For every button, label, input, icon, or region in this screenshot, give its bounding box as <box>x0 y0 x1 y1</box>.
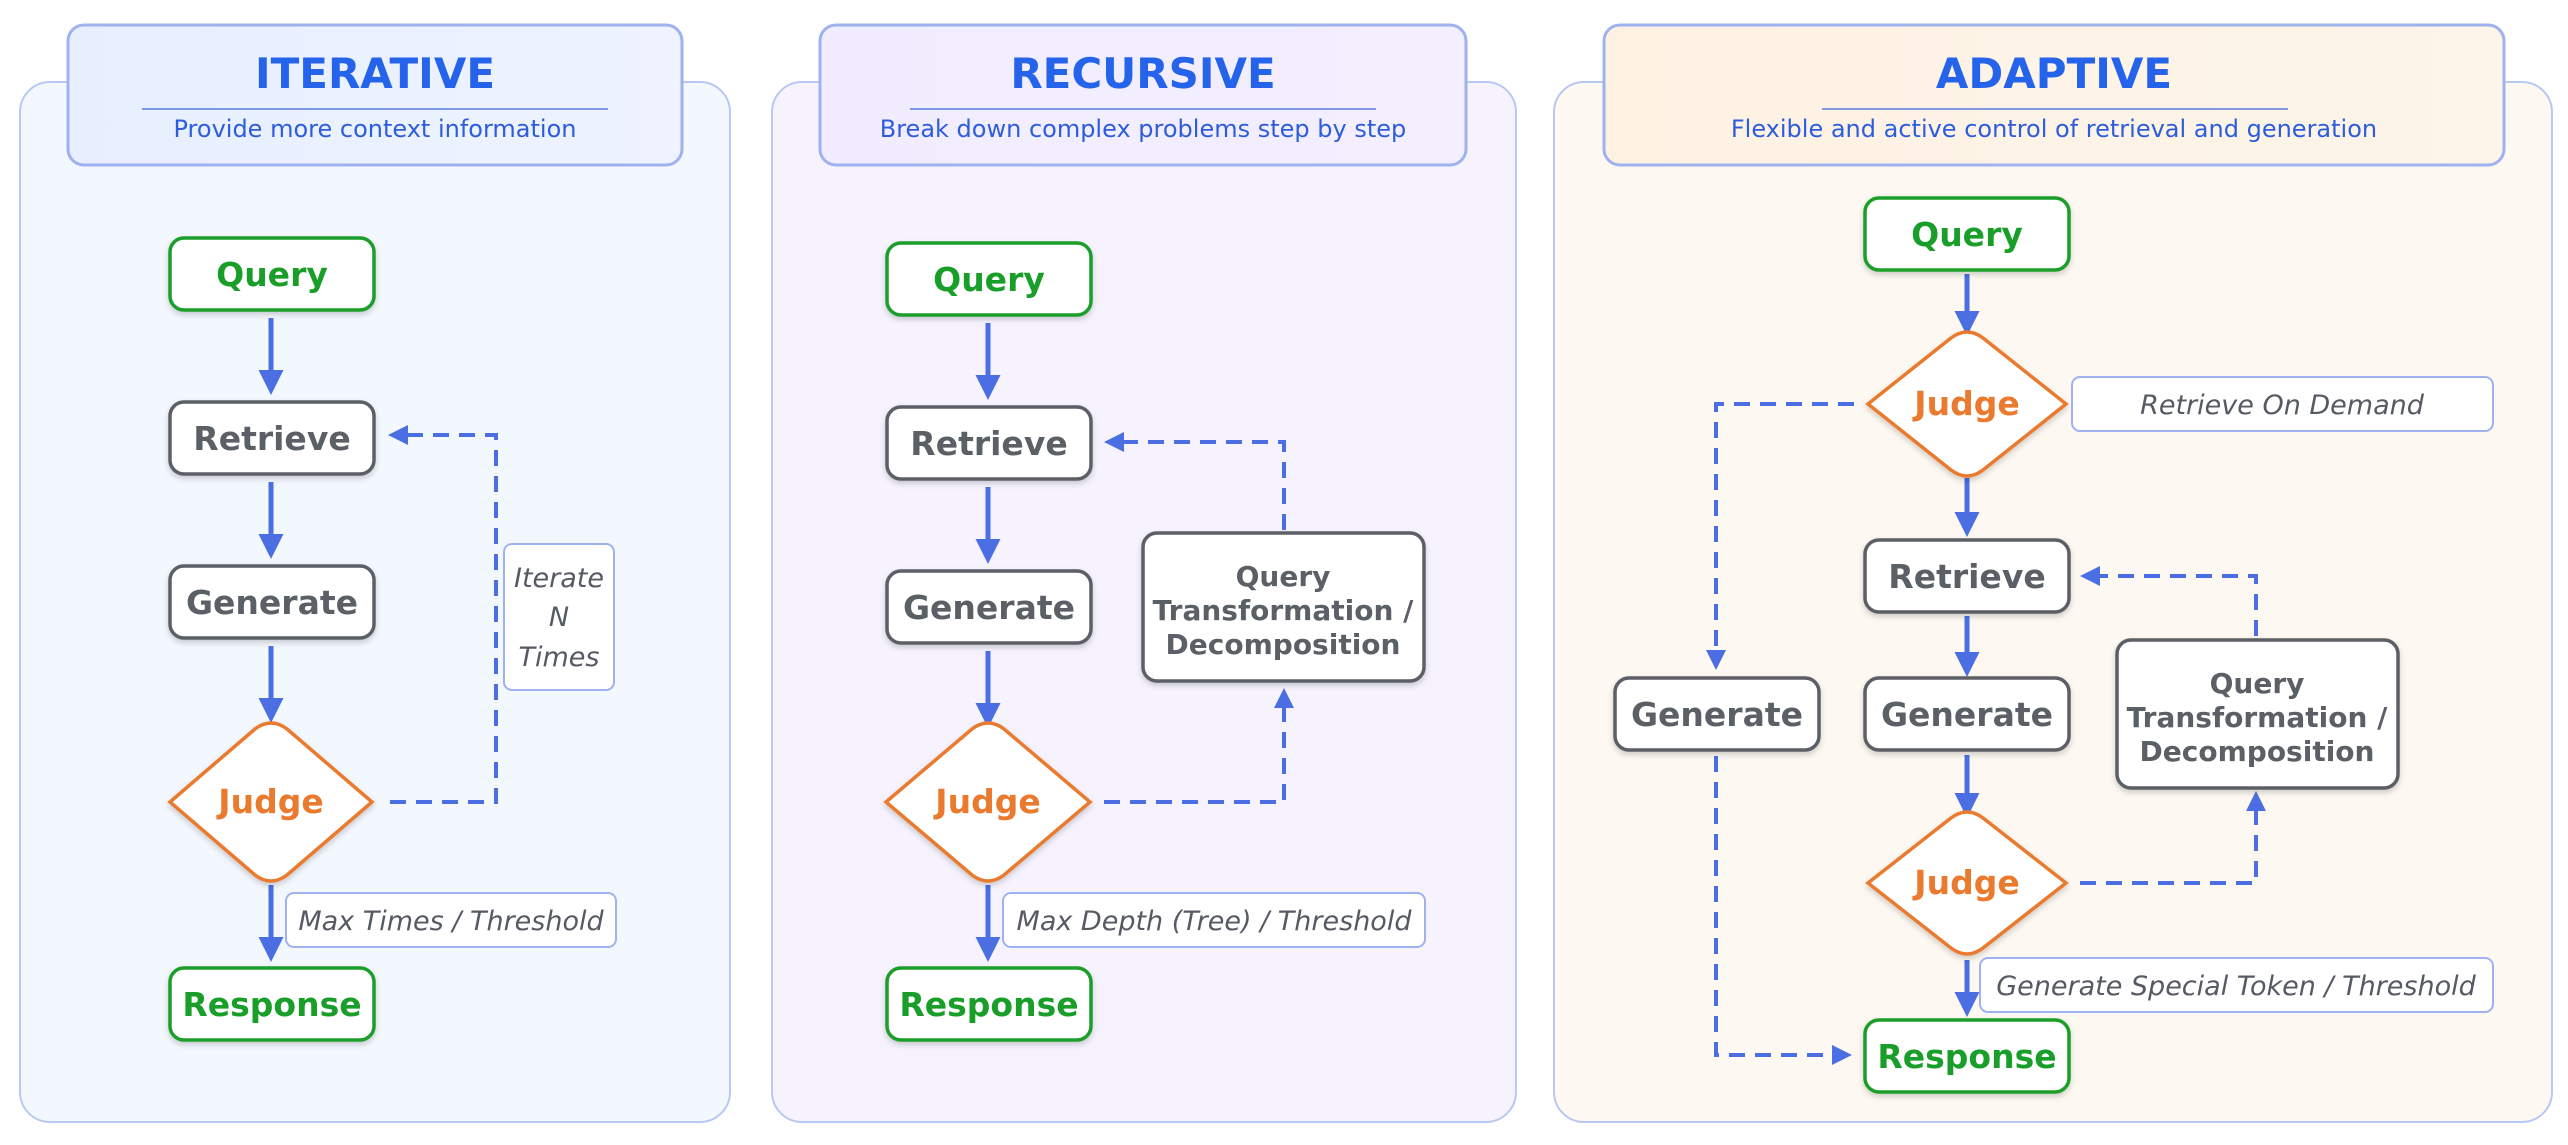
svg-text:Transformation /: Transformation / <box>1153 594 1415 627</box>
retrieve-on-demand-note: Retrieve On Demand <box>2071 376 2494 432</box>
response-node: Response <box>885 966 1093 1042</box>
svg-text:Max Times / Threshold: Max Times / Threshold <box>298 906 604 937</box>
judge-on-demand-node: Judge <box>1865 330 2069 478</box>
arrow-direct-generate-to-response <box>1714 756 1852 1065</box>
panel-adaptive: ADAPTIVE Flexible and active control of … <box>1553 23 2553 1123</box>
svg-text:Decomposition: Decomposition <box>2140 735 2375 768</box>
svg-text:Judge: Judge <box>1912 863 2019 902</box>
svg-text:Decomposition: Decomposition <box>1166 628 1401 661</box>
generate-node: Generate <box>1863 676 2071 752</box>
panel-iterative-subtitle: Provide more context information <box>174 115 577 143</box>
response-node: Response <box>1863 1018 2071 1094</box>
iterate-n-times-note: Iterate N Times <box>503 543 615 691</box>
svg-text:Query: Query <box>1236 560 1331 593</box>
svg-text:Query: Query <box>2210 667 2305 700</box>
svg-text:Retrieve: Retrieve <box>193 419 350 458</box>
svg-text:Response: Response <box>1877 1037 2056 1076</box>
judge-node: Judge <box>167 721 375 883</box>
query-node: Query <box>885 241 1093 317</box>
judge-node: Judge <box>1865 810 2069 956</box>
svg-text:Judge: Judge <box>933 782 1040 821</box>
svg-text:Generate Special Token / Thres: Generate Special Token / Threshold <box>1996 971 2476 1002</box>
response-node: Response <box>168 966 376 1042</box>
svg-text:Query: Query <box>933 260 1045 299</box>
generate-node: Generate <box>885 569 1093 645</box>
panel-adaptive-title: ADAPTIVE <box>1936 49 2172 98</box>
svg-text:Transformation /: Transformation / <box>2127 701 2389 734</box>
svg-text:Judge: Judge <box>216 782 323 821</box>
panel-recursive-title: RECURSIVE <box>1010 49 1275 98</box>
arrow-judge-to-transformation <box>2080 791 2266 885</box>
svg-text:Iterate: Iterate <box>514 563 604 594</box>
svg-text:Max Depth (Tree) / Threshold: Max Depth (Tree) / Threshold <box>1017 906 1413 937</box>
svg-text:Generate: Generate <box>1881 695 2053 734</box>
query-transformation-node: Query Transformation / Decomposition <box>1141 531 1426 683</box>
panel-recursive-subtitle: Break down complex problems step by step <box>880 115 1407 143</box>
arrow-transformation-to-retrieve <box>1104 432 1286 530</box>
direct-generate-node: Generate <box>1613 676 1821 752</box>
arrow-judge-to-transformation <box>1104 688 1294 804</box>
svg-text:Generate: Generate <box>1631 695 1803 734</box>
retrieve-node: Retrieve <box>168 400 376 476</box>
svg-text:Judge: Judge <box>1912 384 2019 423</box>
svg-text:Retrieve: Retrieve <box>910 424 1067 463</box>
svg-text:Generate: Generate <box>903 588 1075 627</box>
svg-text:Response: Response <box>899 985 1078 1024</box>
generate-node: Generate <box>168 564 376 640</box>
panel-iterative: ITERATIVE Provide more context informati… <box>19 23 731 1123</box>
svg-text:Generate: Generate <box>186 583 358 622</box>
svg-text:Query: Query <box>1911 215 2023 254</box>
max-depth-threshold-note: Max Depth (Tree) / Threshold <box>1002 892 1426 948</box>
query-transformation-node: Query Transformation / Decomposition <box>2115 638 2400 790</box>
panel-iterative-header <box>66 23 684 167</box>
svg-text:Retrieve: Retrieve <box>1888 557 2045 596</box>
svg-text:Times: Times <box>519 642 600 673</box>
retrieve-node: Retrieve <box>885 405 1093 481</box>
max-times-threshold-note: Max Times / Threshold <box>285 892 617 948</box>
arrow-judge-to-direct-generate <box>1706 402 1854 670</box>
panel-recursive-header <box>818 23 1468 167</box>
panel-recursive: RECURSIVE Break down complex problems st… <box>771 23 1517 1123</box>
generate-special-token-note: Generate Special Token / Threshold <box>1979 957 2494 1013</box>
svg-text:Query: Query <box>216 255 328 294</box>
panel-iterative-title: ITERATIVE <box>255 49 495 98</box>
svg-text:Retrieve On Demand: Retrieve On Demand <box>2140 390 2425 421</box>
panel-adaptive-subtitle: Flexible and active control of retrieval… <box>1731 115 2377 143</box>
query-node: Query <box>168 236 376 312</box>
arrow-transformation-to-retrieve <box>2080 566 2258 636</box>
judge-node: Judge <box>883 721 1093 883</box>
retrieve-node: Retrieve <box>1863 538 2071 614</box>
svg-text:Response: Response <box>182 985 361 1024</box>
panel-adaptive-header <box>1602 23 2506 167</box>
svg-text:N: N <box>549 602 569 633</box>
arrow-iterate-loop <box>388 425 498 804</box>
query-node: Query <box>1863 196 2071 272</box>
